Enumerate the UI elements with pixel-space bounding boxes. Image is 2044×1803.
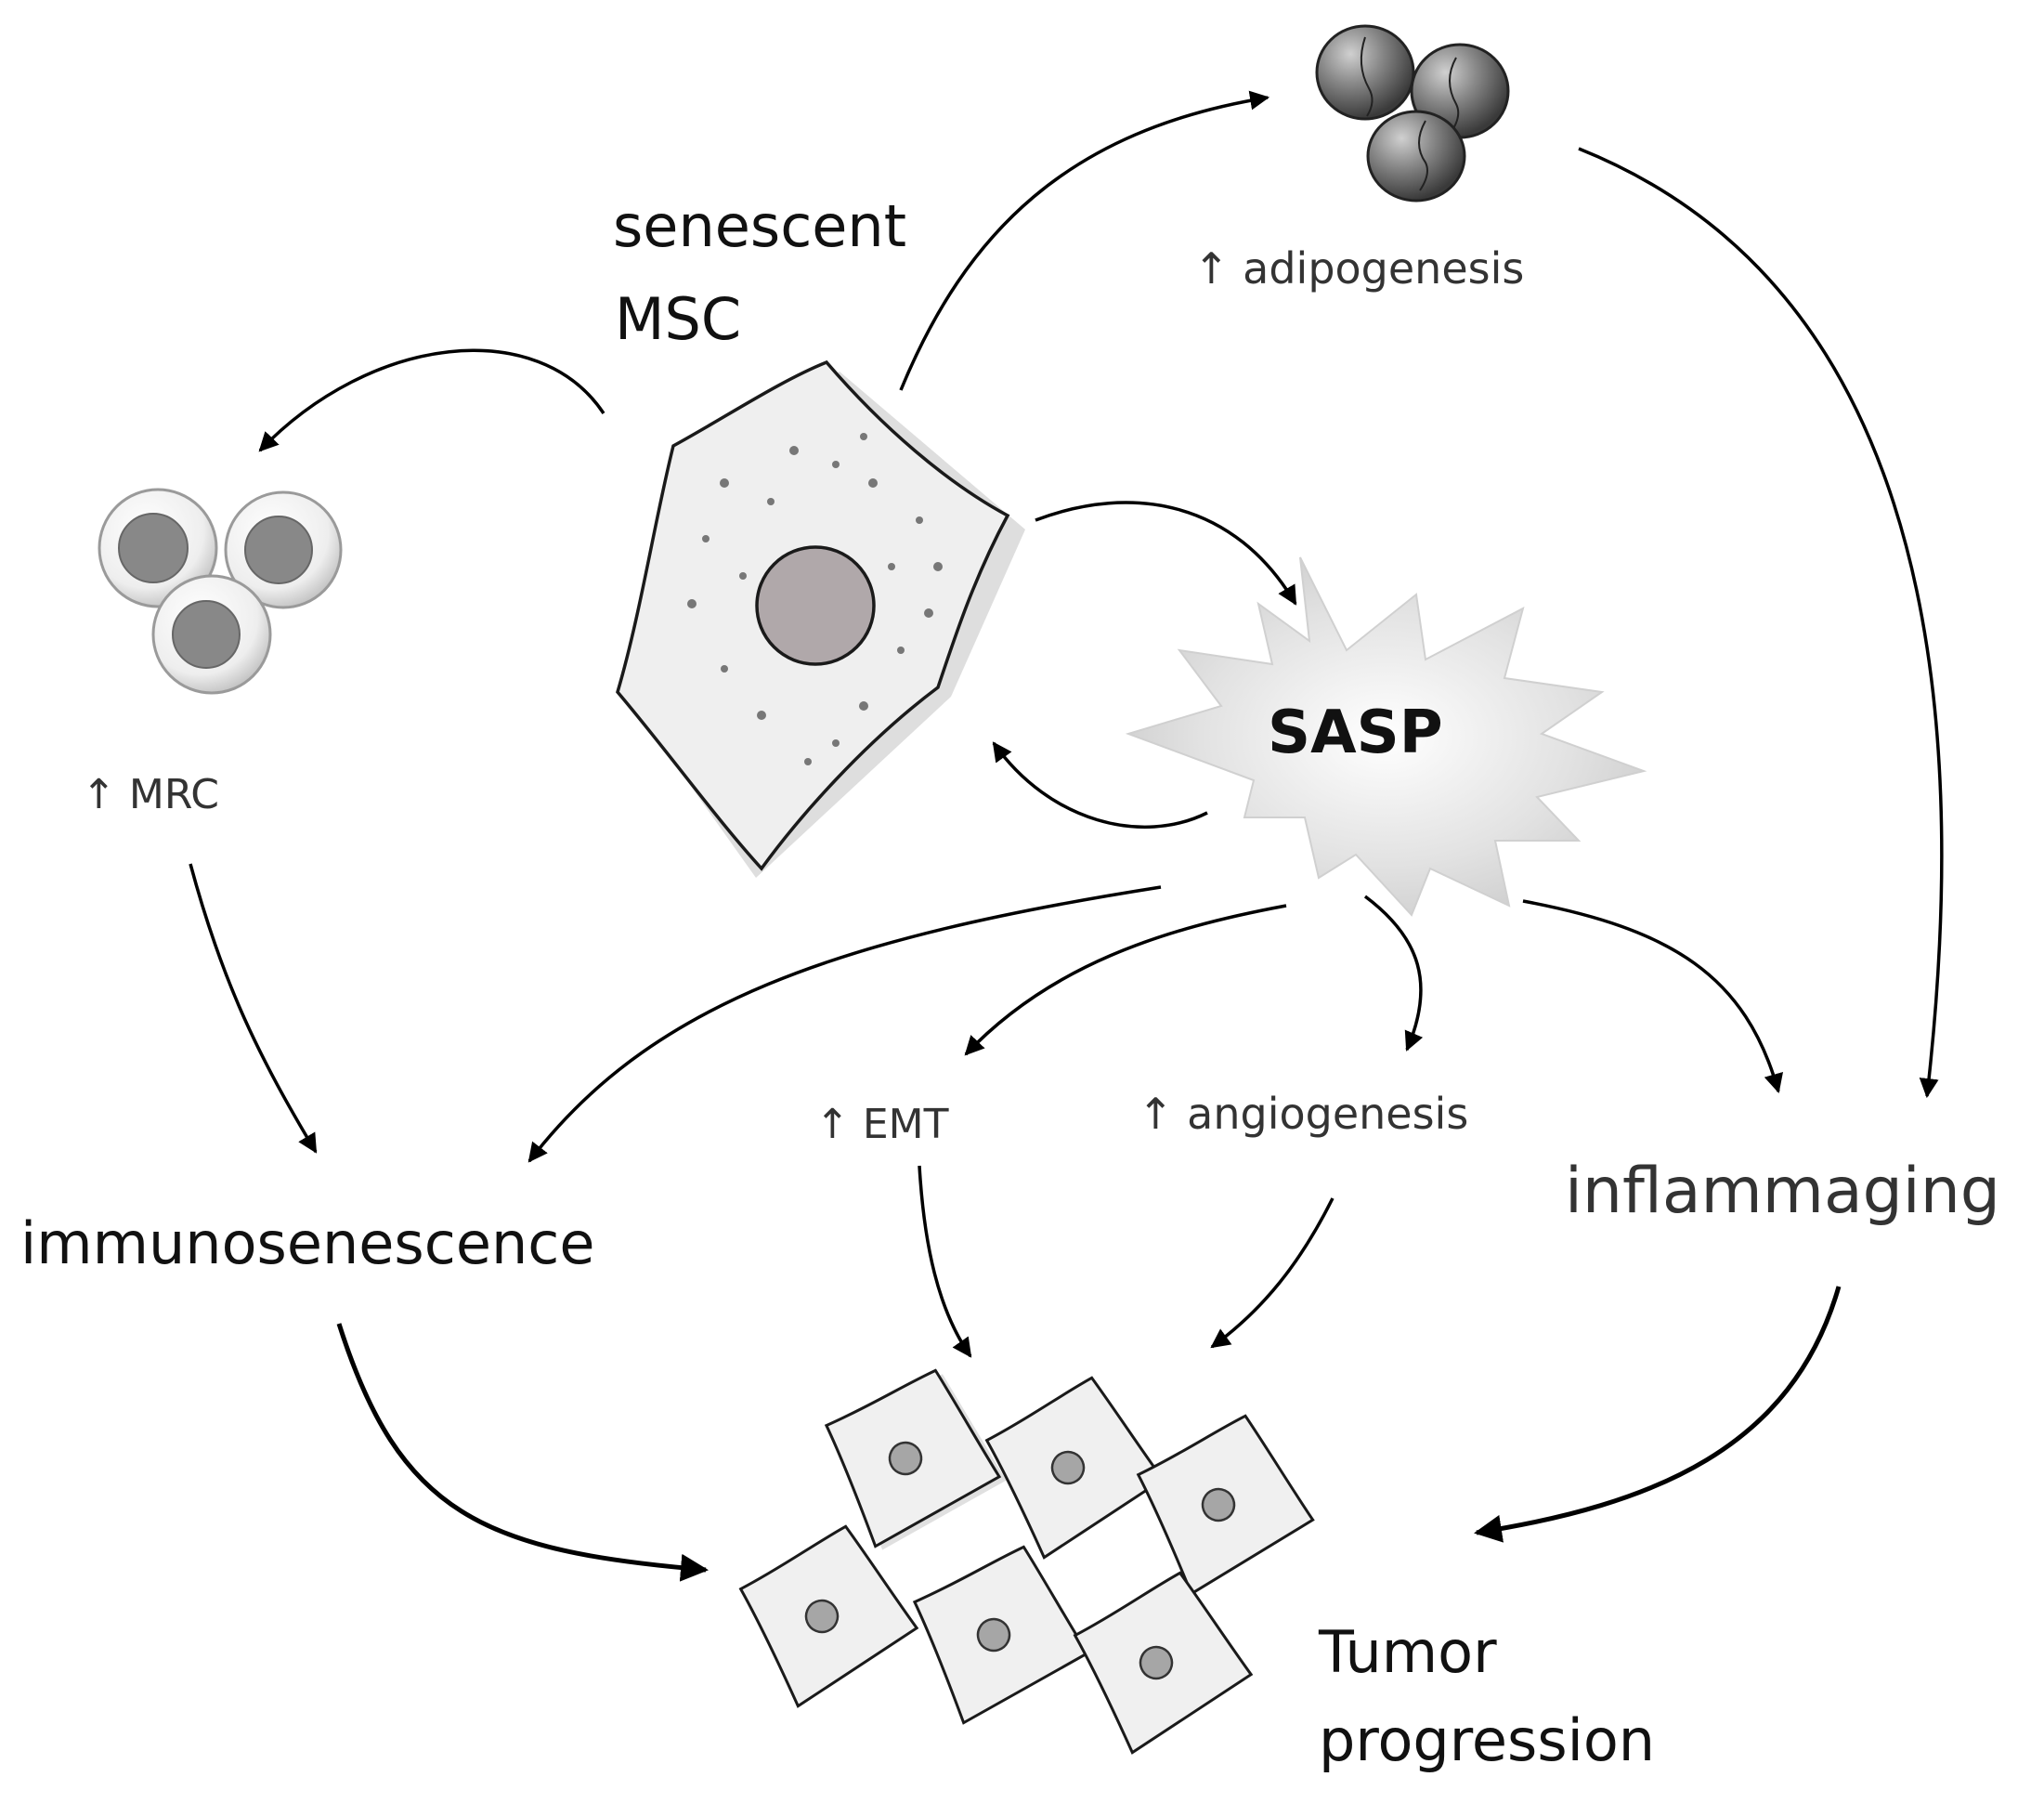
adipocyte-cluster-icon [1315,24,1510,203]
arrow-msc-to-mrc [258,348,605,452]
arrow-inflammaging-to-tumor [1474,1286,1842,1543]
arrow-sasp-to-msc [992,741,1208,830]
arrow-sasp-to-inflammaging [1522,899,1784,1094]
arrow-msc-to-adipogenesis [899,90,1270,391]
arrow-sasp-to-emt [964,904,1287,1056]
label-adipogenesis: ↑ adipogenesis [1193,243,1524,294]
tumor-cells-cluster-icon [738,1368,1315,1755]
arrow-emt-to-tumor [918,1165,972,1358]
label-tumor: Tumor [1318,1618,1497,1686]
arrow-msc-to-sasp [1035,501,1297,606]
arrows [189,90,1944,1582]
arrow-adipogenesis-to-inflammaging [1578,147,1944,1099]
label-emt: ↑ EMT [815,1101,949,1148]
label-inflammaging: inflammaging [1565,1155,2000,1228]
arrow-angiogenesis-to-tumor [1210,1197,1334,1349]
label-angiogenesis: ↑ angiogenesis [1138,1089,1468,1139]
mrc-cells-icon [98,488,343,695]
label-sasp: SASP [1268,699,1443,767]
arrow-immunosenescence-to-tumor [336,1323,709,1582]
senescent-msc-cell-icon [616,359,1025,878]
sasp-starburst-icon [1125,556,1647,917]
arrow-sasp-to-immunosenescence [527,885,1162,1163]
arrow-mrc-to-immunosenescence [189,863,318,1154]
label-progression: progression [1319,1706,1655,1774]
label-senescent: senescent [613,192,906,260]
label-immunosenescence: immunosenescence [20,1209,595,1277]
label-msc: MSC [615,285,741,353]
label-mrc: ↑ MRC [82,771,219,818]
arrow-sasp-to-angiogenesis [1363,895,1424,1052]
